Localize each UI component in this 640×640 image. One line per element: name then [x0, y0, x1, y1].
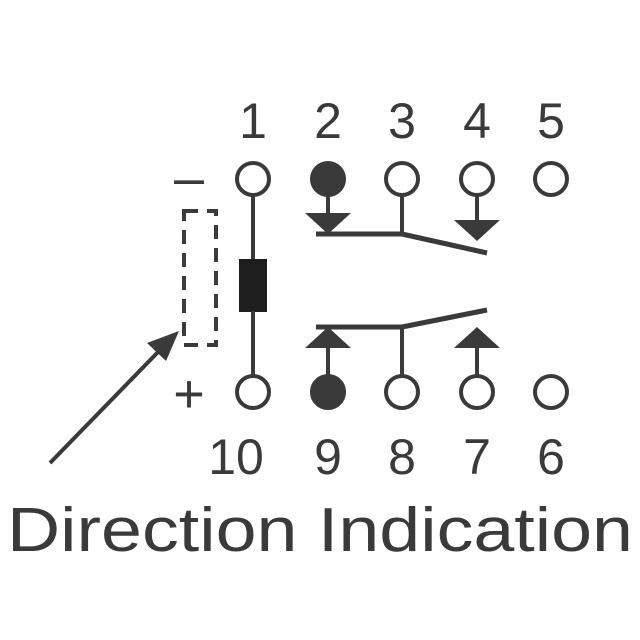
- caption: Direction Indication: [7, 496, 633, 565]
- direction-pointer-line: [48, 348, 162, 465]
- coil-body: [239, 259, 267, 312]
- pin-6-terminal: [533, 374, 569, 410]
- contact-upper-pin2-arrow: [305, 213, 351, 234]
- pin-label-4: 4: [463, 93, 491, 149]
- contact-lower-pin9-arrow: [305, 327, 351, 348]
- pin-8-terminal: [384, 374, 420, 410]
- pin-label-10: 10: [208, 429, 264, 485]
- pin-label-7: 7: [463, 429, 491, 485]
- pin-1-terminal: [235, 161, 271, 197]
- pin-label-8: 8: [388, 429, 416, 485]
- pin-5-terminal: [533, 161, 569, 197]
- pin-label-2: 2: [314, 93, 342, 149]
- plus-label: +: [173, 364, 205, 424]
- contact-lower-pin7-arrow: [454, 327, 500, 348]
- contact-upper-blade: [401, 231, 488, 256]
- pin-label-9: 9: [314, 429, 342, 485]
- pin-7-terminal: [459, 374, 495, 410]
- pin-2-terminal: [310, 161, 346, 197]
- pin-label-6: 6: [537, 429, 565, 485]
- pin-4-terminal: [459, 161, 495, 197]
- direction-pointer-arrowhead: [147, 331, 179, 361]
- pin-3-terminal: [384, 161, 420, 197]
- pin-label-3: 3: [388, 93, 416, 149]
- pin-label-5: 5: [537, 93, 565, 149]
- direction-indicator-box: [182, 209, 218, 347]
- minus-label: –: [174, 148, 204, 208]
- pin-label-1: 1: [239, 93, 267, 149]
- contact-upper-pin4-arrow: [454, 220, 500, 241]
- contact-lower-blade: [401, 307, 488, 330]
- pin-10-terminal: [235, 374, 271, 410]
- pin-9-terminal: [310, 374, 346, 410]
